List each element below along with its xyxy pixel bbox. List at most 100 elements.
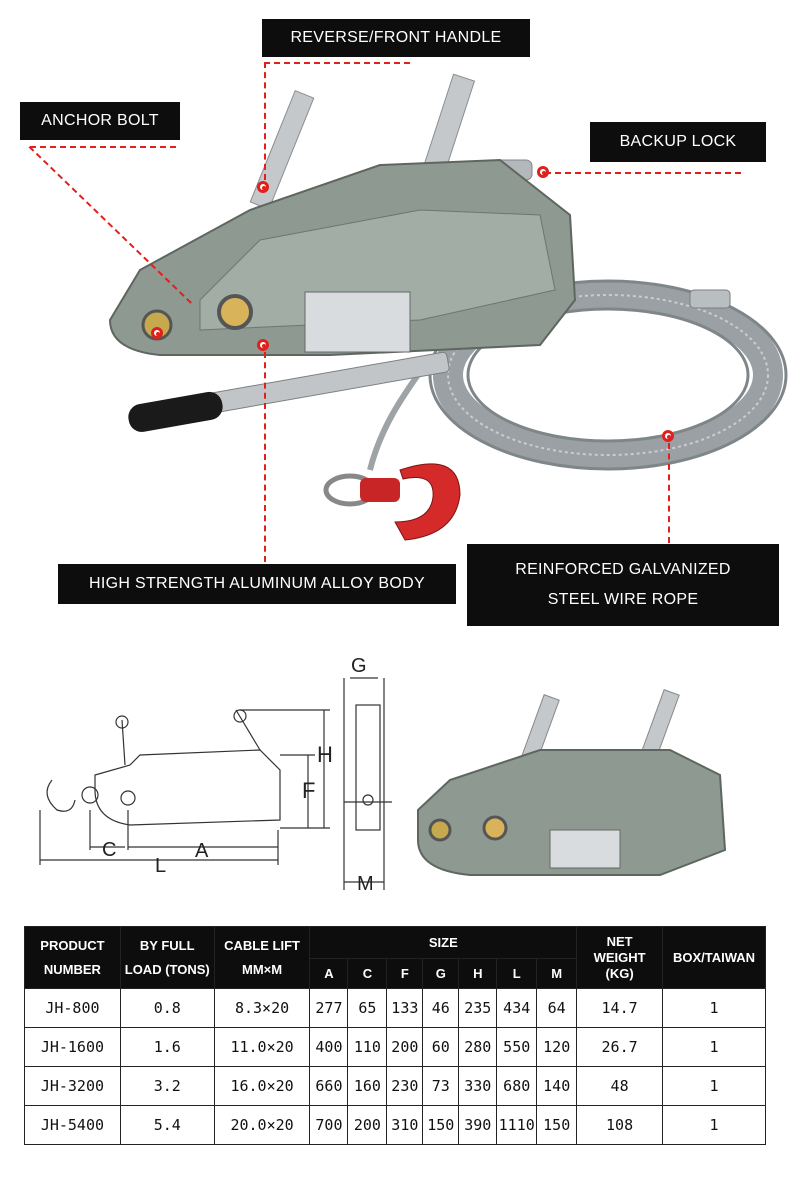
cell-load: 0.8 <box>119 988 215 1028</box>
cell-m: 150 <box>536 1105 578 1145</box>
cell-box: 1 <box>662 1105 766 1145</box>
dimension-label-c: C <box>102 839 116 861</box>
header-size-c: C <box>347 958 388 989</box>
cell-box: 1 <box>662 1027 766 1067</box>
dimension-label-m: M <box>357 873 374 895</box>
leader-line <box>264 62 266 180</box>
callout-reverse-front-handle: REVERSE/FRONT HANDLE <box>262 19 530 57</box>
cell-weight: 108 <box>576 1105 663 1145</box>
table-row: JH-800 0.8 8.3×20 277 65 133 46 235 434 … <box>24 988 766 1028</box>
cell-l: 550 <box>496 1027 538 1067</box>
dimension-label-h: H <box>317 742 333 767</box>
callout-backup-lock: BACKUP LOCK <box>590 122 766 162</box>
cell-cable: 8.3×20 <box>213 988 311 1028</box>
header-size-h: H <box>458 958 498 989</box>
cell-box: 1 <box>662 1066 766 1106</box>
wire-rope-coil <box>428 279 788 471</box>
cell-l: 680 <box>496 1066 538 1106</box>
cell-l: 434 <box>496 988 538 1028</box>
cell-c: 160 <box>347 1066 388 1106</box>
cell-h: 330 <box>458 1066 498 1106</box>
leader-line <box>545 172 741 174</box>
cell-f: 200 <box>386 1027 424 1067</box>
cell-l: 1110 <box>496 1105 538 1145</box>
cell-product: JH-3200 <box>24 1066 121 1106</box>
cell-load: 3.2 <box>119 1066 215 1106</box>
cell-a: 277 <box>309 988 349 1028</box>
cell-g: 150 <box>422 1105 460 1145</box>
header-full-load: BY FULL LOAD (TONS) <box>119 926 215 989</box>
cell-c: 65 <box>347 988 388 1028</box>
leader-line <box>668 443 670 543</box>
cell-box: 1 <box>662 988 766 1028</box>
callout-label: REVERSE/FRONT HANDLE <box>290 29 502 46</box>
table-row: JH-3200 3.2 16.0×20 660 160 230 73 330 6… <box>24 1066 766 1106</box>
header-size-a: A <box>309 958 349 989</box>
header-cable-lift: CABLE LIFT MM×M <box>213 926 311 989</box>
cell-c: 200 <box>347 1105 388 1145</box>
header-size-f: F <box>386 958 424 989</box>
cell-cable: 20.0×20 <box>213 1105 311 1145</box>
header-size-l: L <box>496 958 538 989</box>
callout-dot <box>257 339 269 351</box>
cell-load: 1.6 <box>119 1027 215 1067</box>
header-box: BOX/TAIWAN <box>662 926 766 989</box>
lever-handle <box>128 351 450 432</box>
table-row: JH-1600 1.6 11.0×20 400 110 200 60 280 5… <box>24 1027 766 1067</box>
cell-product: JH-1600 <box>24 1027 121 1067</box>
callout-dot <box>257 181 269 193</box>
callout-label-line2: STEEL WIRE ROPE <box>547 591 699 608</box>
cell-h: 280 <box>458 1027 498 1067</box>
callout-wire-rope: REINFORCED GALVANIZED STEEL WIRE ROPE <box>467 544 779 626</box>
leader-line <box>30 146 176 148</box>
cell-product: JH-5400 <box>24 1105 121 1145</box>
header-net-weight: NET WEIGHT (KG) <box>576 926 663 989</box>
cell-weight: 48 <box>576 1066 663 1106</box>
dimension-label-g: G <box>351 655 367 677</box>
leader-line <box>264 62 410 64</box>
callout-label: BACKUP LOCK <box>619 133 737 150</box>
cell-g: 60 <box>422 1027 460 1067</box>
cell-product: JH-800 <box>24 988 121 1028</box>
callout-label: HIGH STRENGTH ALUMINUM ALLOY BODY <box>89 575 425 592</box>
callout-label-line1: REINFORCED GALVANIZED <box>515 561 731 578</box>
cell-a: 700 <box>309 1105 349 1145</box>
cell-c: 110 <box>347 1027 388 1067</box>
cell-weight: 14.7 <box>576 988 663 1028</box>
cell-a: 660 <box>309 1066 349 1106</box>
dimension-label-l: L <box>155 855 166 877</box>
header-size-g: G <box>422 958 460 989</box>
wire-rope-puller-illustration <box>108 73 788 541</box>
callout-label: ANCHOR BOLT <box>41 112 159 129</box>
red-hook <box>323 463 461 541</box>
cell-f: 310 <box>386 1105 424 1145</box>
callout-aluminum-body: HIGH STRENGTH ALUMINUM ALLOY BODY <box>58 564 456 604</box>
cell-load: 5.4 <box>119 1105 215 1145</box>
callout-dot <box>537 166 549 178</box>
callout-anchor-bolt: ANCHOR BOLT <box>20 102 180 140</box>
header-size-m: M <box>536 958 578 989</box>
cell-f: 230 <box>386 1066 424 1106</box>
cell-m: 140 <box>536 1066 578 1106</box>
callout-dot <box>662 430 674 442</box>
cell-cable: 16.0×20 <box>213 1066 311 1106</box>
cell-h: 390 <box>458 1105 498 1145</box>
cell-m: 120 <box>536 1027 578 1067</box>
cell-g: 73 <box>422 1066 460 1106</box>
cell-m: 64 <box>536 988 578 1028</box>
cell-h: 235 <box>458 988 498 1028</box>
spec-table: PRODUCT NUMBER BY FULL LOAD (TONS) CABLE… <box>24 926 766 1145</box>
dimension-label-a: A <box>195 840 209 862</box>
table-row: JH-5400 5.4 20.0×20 700 200 310 150 390 … <box>24 1105 766 1145</box>
dimension-label-f: F <box>302 778 315 803</box>
leader-line <box>264 352 266 562</box>
cell-f: 133 <box>386 988 424 1028</box>
header-product-number: PRODUCT NUMBER <box>24 926 121 989</box>
cell-cable: 11.0×20 <box>213 1027 311 1067</box>
puller-photo-small <box>417 689 727 876</box>
dimension-drawing: G H F C A L M <box>39 655 392 895</box>
callout-dot <box>151 327 163 339</box>
header-size: SIZE <box>309 926 578 959</box>
cell-a: 400 <box>309 1027 349 1067</box>
cell-g: 46 <box>422 988 460 1028</box>
